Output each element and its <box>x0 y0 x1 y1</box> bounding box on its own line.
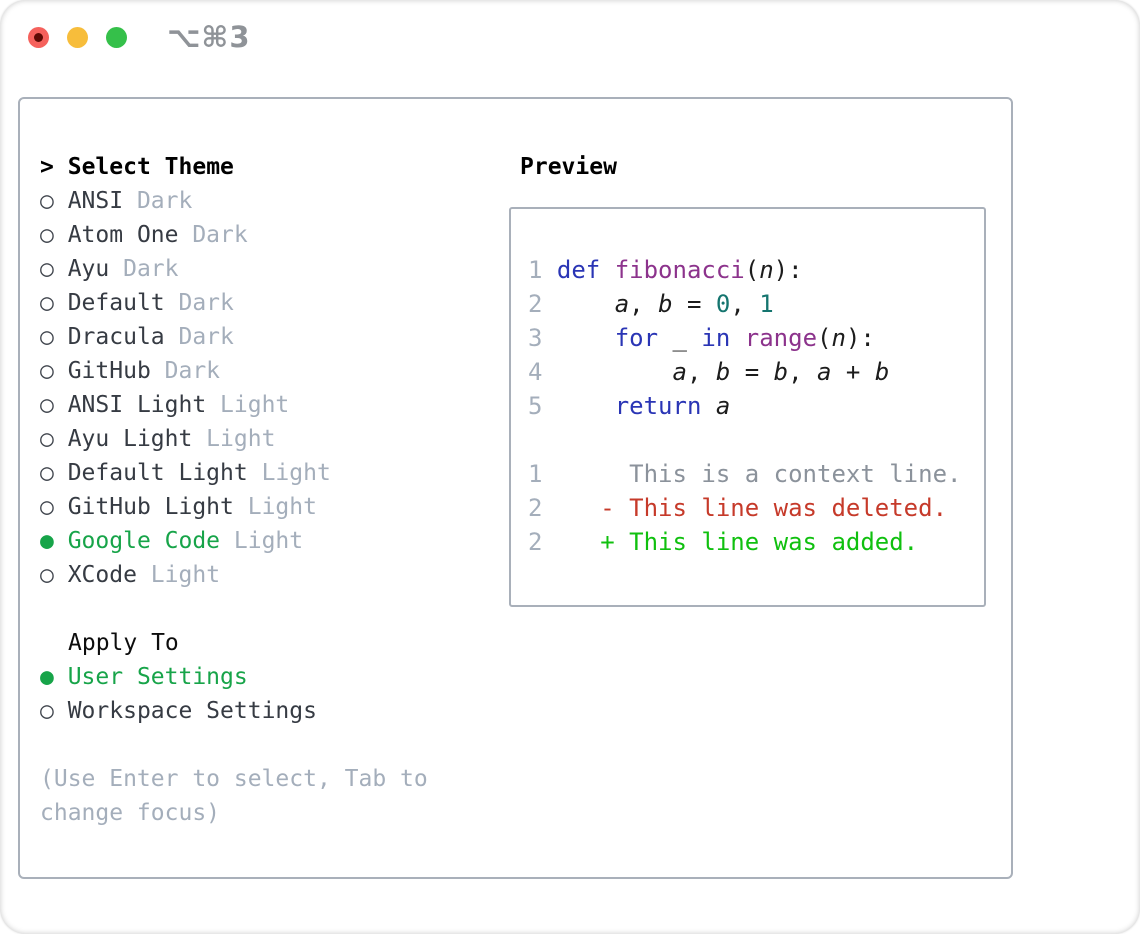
theme-list: ○ ANSI Dark○ Atom One Dark○ Ayu Dark○ De… <box>40 184 428 592</box>
titlebar: ⌥⌘3 <box>0 0 1140 70</box>
apply-to-option-label: Workspace Settings <box>67 698 317 724</box>
selected-radio-icon: ● <box>40 664 68 690</box>
theme-variant-tag: Light <box>220 528 304 554</box>
radio-icon: ○ <box>40 256 68 282</box>
theme-name-label: XCode <box>67 562 137 588</box>
spacer <box>40 728 428 762</box>
theme-variant-tag: Light <box>247 460 331 486</box>
theme-option[interactable]: ○ Atom One Dark <box>40 218 428 252</box>
theme-name-label: Default Light <box>67 460 248 486</box>
theme-name-label: ANSI <box>67 188 124 214</box>
code-line: 2 a, b = 0, 1 <box>528 290 774 318</box>
theme-option[interactable]: ○ GitHub Light Light <box>40 490 428 524</box>
apply-to-option[interactable]: ○ Workspace Settings <box>40 694 428 728</box>
theme-name-label: Default <box>67 290 165 316</box>
radio-icon: ○ <box>40 698 68 724</box>
theme-option[interactable]: ○ Ayu Light Light <box>40 422 428 456</box>
radio-icon: ○ <box>40 188 68 214</box>
zoom-button[interactable] <box>106 27 127 48</box>
select-theme-header: > Select Theme <box>40 150 428 184</box>
theme-option[interactable]: ○ Default Light Light <box>40 456 428 490</box>
theme-name-label: Google Code <box>67 528 221 554</box>
theme-variant-tag: Light <box>136 562 221 588</box>
theme-variant-tag: Dark <box>164 290 234 316</box>
theme-name-label: Atom One <box>67 222 179 248</box>
spacer <box>40 592 428 626</box>
minimize-button[interactable] <box>67 27 88 48</box>
close-button[interactable] <box>28 27 49 48</box>
theme-option[interactable]: ○ XCode Light <box>40 558 428 592</box>
theme-option[interactable]: ○ ANSI Dark <box>40 184 428 218</box>
selected-radio-icon: ● <box>40 528 68 554</box>
hint-text-line-1: (Use Enter to select, Tab to <box>40 766 428 792</box>
radio-icon: ○ <box>40 358 68 384</box>
theme-variant-tag: Dark <box>109 256 179 282</box>
radio-icon: ○ <box>40 460 68 486</box>
theme-option[interactable]: ○ ANSI Light Light <box>40 388 428 422</box>
code-line: 1 This is a context line. <box>528 460 962 488</box>
select-theme-title: Select Theme <box>67 154 234 180</box>
radio-icon: ○ <box>40 222 68 248</box>
theme-name-label: GitHub Light <box>67 494 234 520</box>
radio-icon: ○ <box>40 562 68 588</box>
radio-icon: ○ <box>40 290 68 316</box>
code-line: 2 - This line was deleted. <box>528 494 948 522</box>
radio-icon: ○ <box>40 494 68 520</box>
code-line <box>528 423 984 457</box>
window-shortcut-label: ⌥⌘3 <box>167 20 251 54</box>
theme-name-label: Dracula <box>67 324 165 350</box>
theme-select-column: > Select Theme ○ ANSI Dark○ Atom One Dar… <box>40 150 428 830</box>
radio-icon: ○ <box>40 392 68 418</box>
close-icon <box>34 33 43 42</box>
radio-icon: ○ <box>40 324 68 350</box>
apply-to-list: ● User Settings○ Workspace Settings <box>40 660 428 728</box>
theme-variant-tag: Dark <box>150 358 221 384</box>
theme-option[interactable]: ● Google Code Light <box>40 524 428 558</box>
theme-name-label: ANSI Light <box>67 392 207 418</box>
theme-name-label: GitHub <box>67 358 151 384</box>
code-preview: 1 def fibonacci(n): 2 a, b = 0, 1 3 for _ … <box>511 209 984 559</box>
preview-pane: 1 def fibonacci(n): 2 a, b = 0, 1 3 for _ … <box>509 207 986 607</box>
theme-variant-tag: Dark <box>178 222 248 248</box>
theme-option[interactable]: ○ Ayu Dark <box>40 252 428 286</box>
theme-name-label: Ayu <box>67 256 110 282</box>
hint-text-line-2: change focus) <box>40 800 221 826</box>
preview-title: Preview <box>520 154 617 180</box>
apply-to-option[interactable]: ● User Settings <box>40 660 428 694</box>
settings-panel: > Select Theme ○ ANSI Dark○ Atom One Dar… <box>18 97 1013 879</box>
code-line: 1 def fibonacci(n): <box>528 256 803 284</box>
preview-column: Preview 1 def fibonacci(n): 2 a, b = 0, 1… <box>502 150 986 607</box>
theme-option[interactable]: ○ Default Dark <box>40 286 428 320</box>
theme-variant-tag: Dark <box>164 324 234 350</box>
theme-variant-tag: Light <box>206 392 290 418</box>
theme-variant-tag: Light <box>233 494 317 520</box>
code-line: 3 for _ in range(n): <box>528 324 875 352</box>
apply-to-option-label: User Settings <box>67 664 248 690</box>
theme-option[interactable]: ○ Dracula Dark <box>40 320 428 354</box>
code-line: 5 return a <box>528 392 731 420</box>
code-line: 2 + This line was added. <box>528 528 919 556</box>
theme-name-label: Ayu Light <box>67 426 193 452</box>
radio-icon: ○ <box>40 426 68 452</box>
code-line: 4 a, b = b, a + b <box>528 358 890 386</box>
theme-variant-tag: Light <box>192 426 276 452</box>
prompt-icon: > <box>40 154 54 180</box>
theme-variant-tag: Dark <box>123 188 193 214</box>
theme-option[interactable]: ○ GitHub Dark <box>40 354 428 388</box>
apply-to-header: Apply To <box>68 630 179 656</box>
